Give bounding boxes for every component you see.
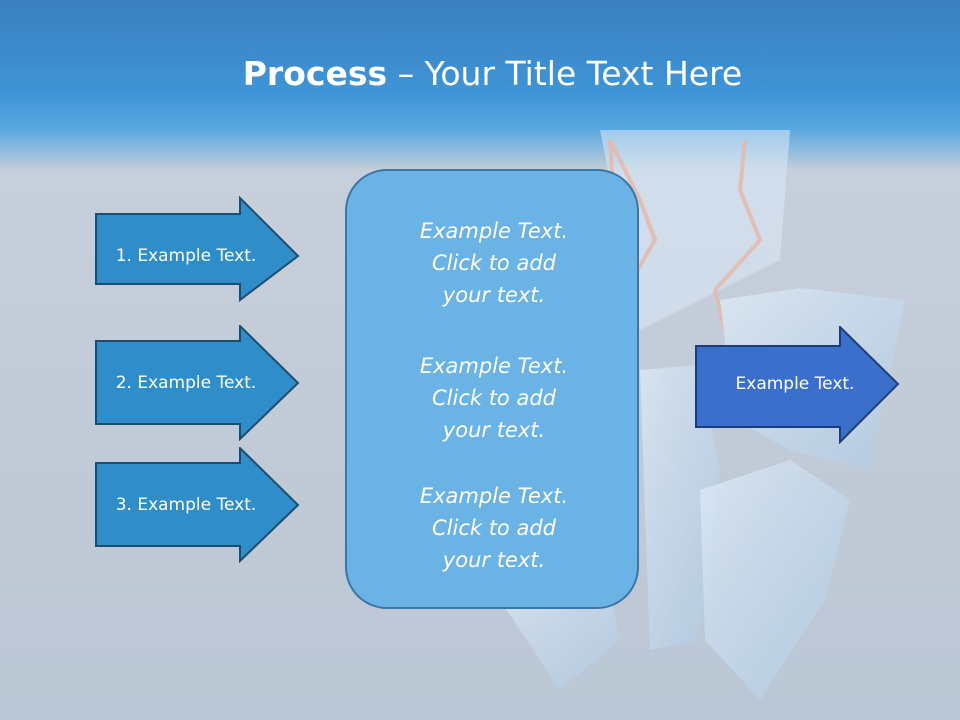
left-arrow-2[interactable]: 2. Example Text.	[95, 325, 300, 441]
paragraph-line: Click to add	[431, 386, 556, 410]
title-bold: Process	[242, 54, 388, 93]
paragraph-line: your text.	[442, 418, 546, 442]
paragraph-line: your text.	[442, 548, 546, 572]
right-arrow-label: Example Text.	[735, 374, 855, 394]
left-arrow-label: 1. Example Text.	[115, 246, 257, 266]
left-arrow-3[interactable]: 3. Example Text.	[95, 447, 300, 563]
left-arrow-1[interactable]: 1. Example Text.	[95, 196, 300, 302]
header-band	[0, 0, 960, 170]
paragraph-line: Example Text.	[419, 484, 569, 508]
center-paragraph-2: Example Text. Click to add your text.	[347, 350, 641, 446]
arrow-shape	[95, 196, 300, 302]
arrow-shape	[95, 447, 300, 563]
arrow-shape	[695, 326, 900, 444]
paragraph-line: Example Text.	[419, 354, 569, 378]
left-arrow-label: 3. Example Text.	[115, 495, 257, 515]
center-paragraph-1: Example Text. Click to add your text.	[347, 215, 641, 311]
right-arrow[interactable]: Example Text.	[695, 326, 900, 444]
paragraph-line: Click to add	[431, 251, 556, 275]
arrow-shape	[95, 325, 300, 441]
page-title: Process – Your Title Text Here	[0, 52, 960, 96]
paragraph-line: your text.	[442, 283, 546, 307]
center-text-box[interactable]: Example Text. Click to add your text. Ex…	[345, 169, 639, 609]
title-rest: – Your Title Text Here	[387, 54, 743, 93]
left-arrow-label: 2. Example Text.	[115, 373, 257, 393]
paragraph-line: Click to add	[431, 516, 556, 540]
center-paragraph-3: Example Text. Click to add your text.	[347, 480, 641, 576]
paragraph-line: Example Text.	[419, 219, 569, 243]
